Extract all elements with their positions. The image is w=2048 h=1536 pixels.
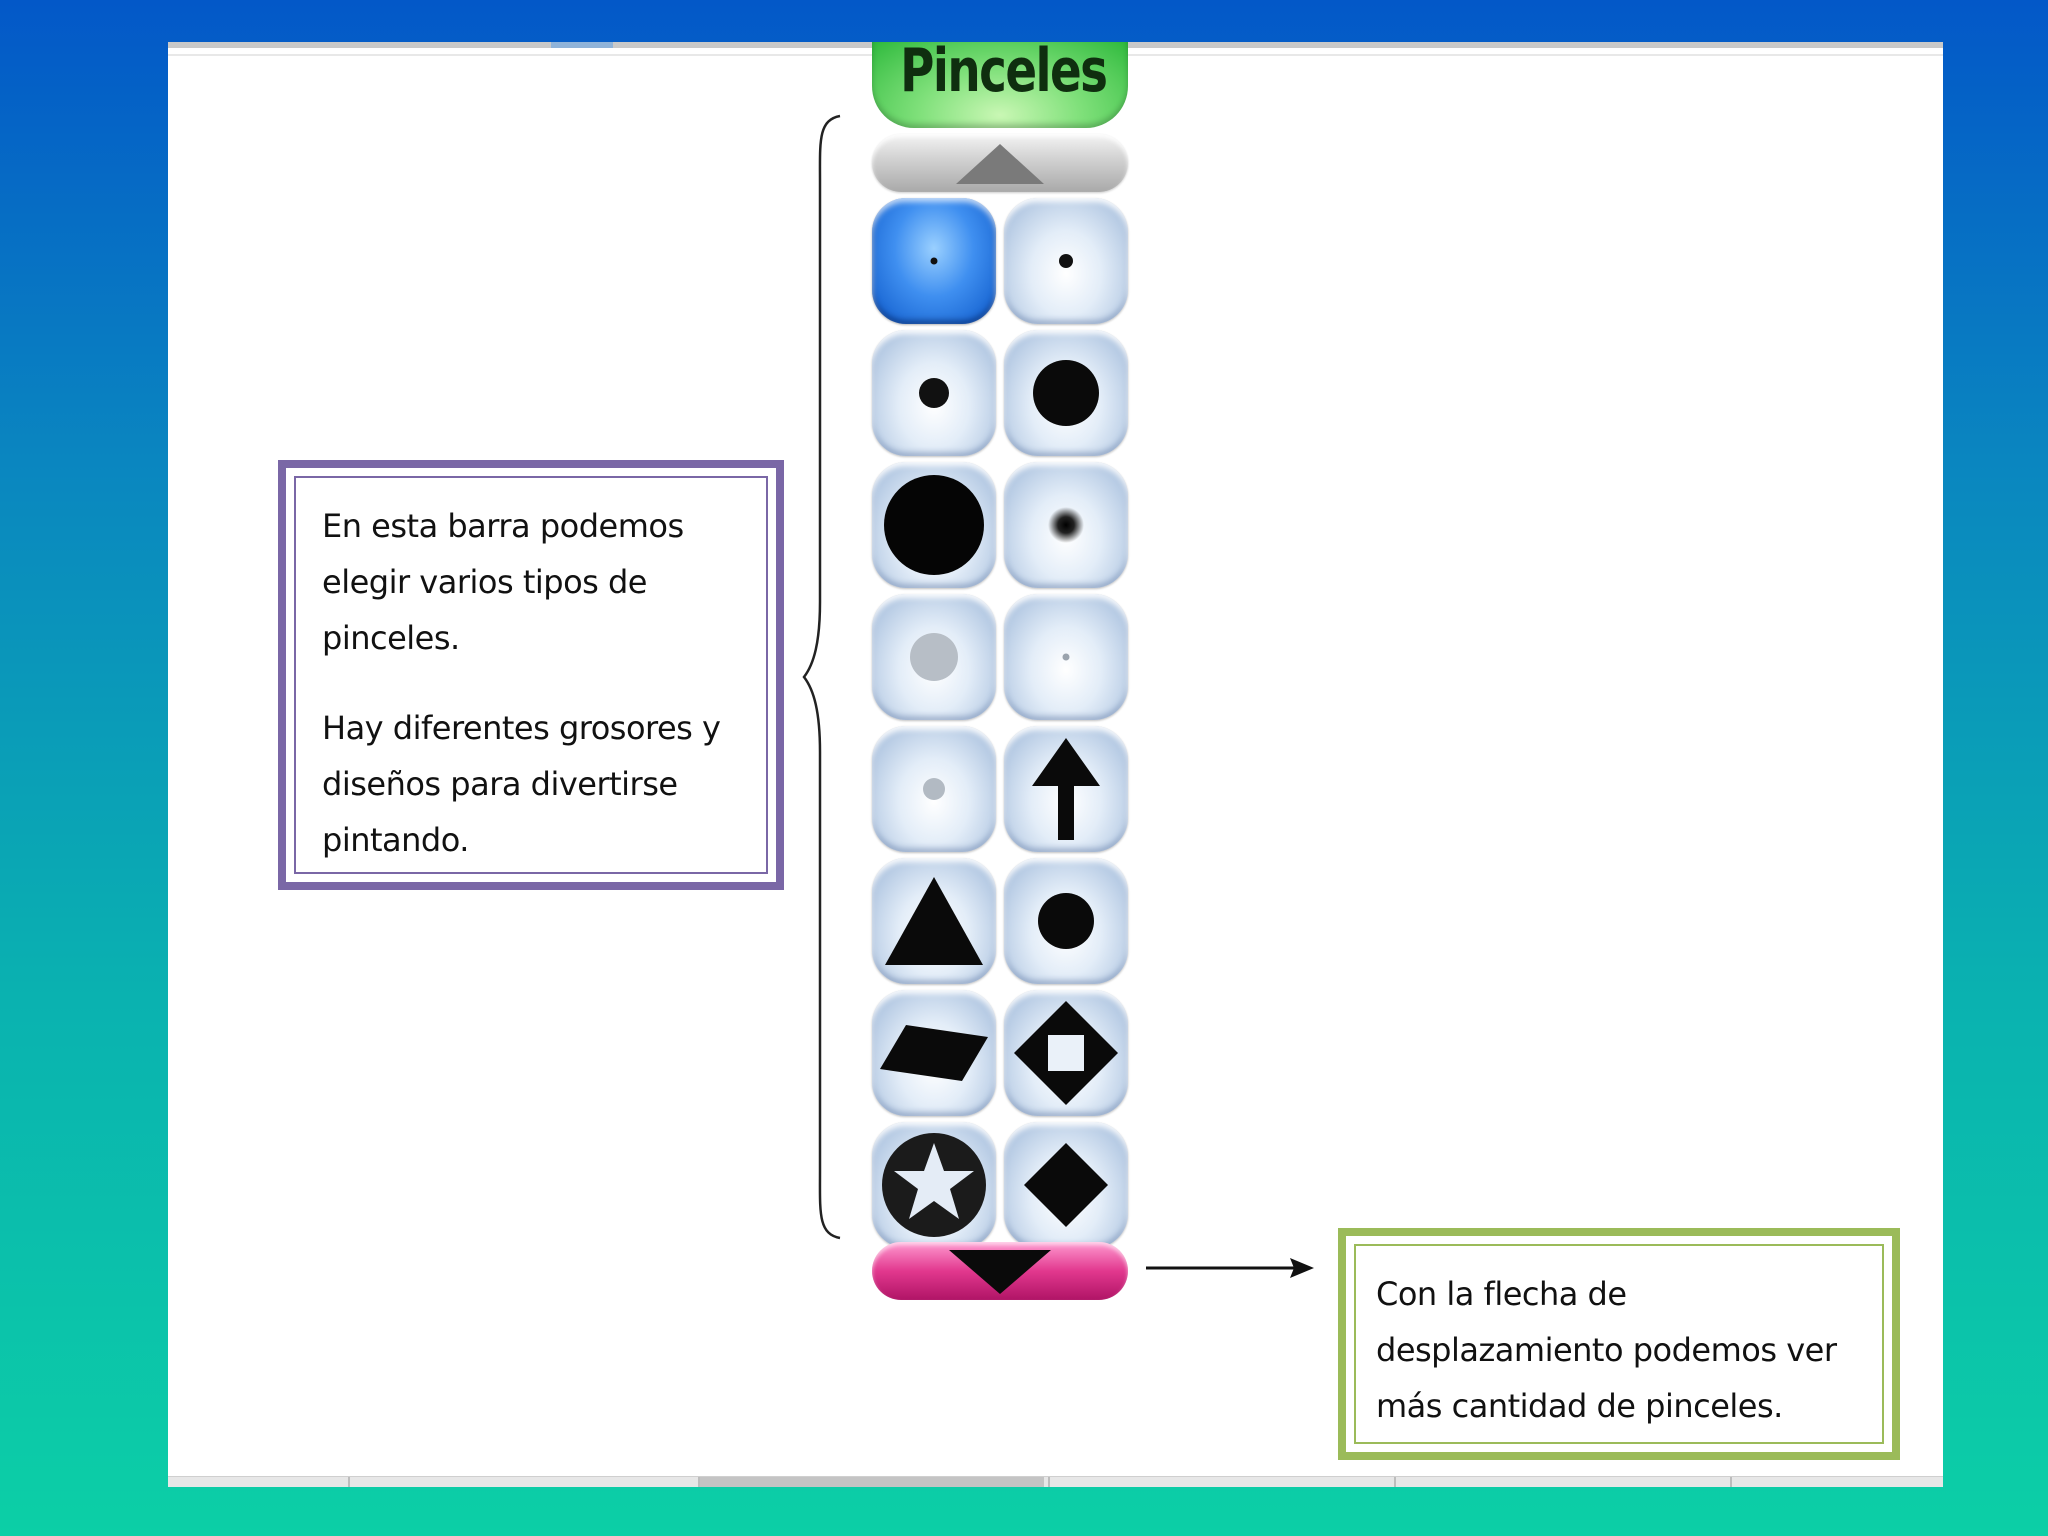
brush-button-star[interactable] bbox=[872, 1122, 996, 1248]
scroll-up-button[interactable] bbox=[872, 134, 1128, 192]
brush-button-dot-xlarge[interactable] bbox=[872, 462, 996, 588]
diamond-square-icon bbox=[1014, 1001, 1118, 1105]
brush-button-dot-gray-large[interactable] bbox=[872, 594, 996, 720]
brush-button-circle[interactable] bbox=[1004, 858, 1128, 984]
circle-icon bbox=[1038, 893, 1094, 949]
bottom-strip-segment bbox=[1394, 1477, 1726, 1487]
brush-grid bbox=[872, 198, 1128, 1248]
brush-button-arrow-up[interactable] bbox=[1004, 726, 1128, 852]
star-icon bbox=[882, 1133, 986, 1237]
dot-gray-tiny-icon bbox=[1062, 653, 1070, 661]
dot-soft-icon bbox=[1048, 507, 1084, 543]
rhombus-icon bbox=[880, 1025, 988, 1081]
brush-button-triangle[interactable] bbox=[872, 858, 996, 984]
brush-button-dot-gray-small[interactable] bbox=[872, 726, 996, 852]
toolbar-title: Pinceles bbox=[872, 42, 1128, 128]
brush-button-diamond-square[interactable] bbox=[1004, 990, 1128, 1116]
brush-button-dot-gray-tiny[interactable] bbox=[1004, 594, 1128, 720]
dot-tiny-icon bbox=[930, 257, 938, 265]
scroll-info-callout-inner: Con la flecha de desplazamiento podemos … bbox=[1354, 1244, 1884, 1444]
diamond-icon bbox=[1024, 1143, 1108, 1227]
curly-brace bbox=[802, 114, 841, 1240]
arrow-up-icon bbox=[1032, 738, 1100, 840]
dot-xlarge-icon bbox=[884, 475, 984, 575]
brush-button-dot-tiny[interactable] bbox=[872, 198, 996, 324]
brush-button-dot-soft[interactable] bbox=[1004, 462, 1128, 588]
bottom-strip-segment bbox=[698, 1477, 1044, 1487]
brushes-info-callout-inner: En esta barra podemos elegir varios tipo… bbox=[294, 476, 768, 874]
bottom-strip bbox=[168, 1476, 1943, 1487]
brushes-info-callout: En esta barra podemos elegir varios tipo… bbox=[278, 460, 784, 890]
dot-medium-icon bbox=[919, 378, 949, 408]
triangle-down-icon bbox=[949, 1250, 1051, 1294]
brushes-info-paragraph-2: Hay diferentes grosores y diseños para d… bbox=[322, 709, 721, 859]
bottom-strip-segment bbox=[1730, 1477, 1945, 1487]
brush-button-dot-medium[interactable] bbox=[872, 330, 996, 456]
triangle-icon bbox=[885, 877, 983, 965]
brush-button-diamond[interactable] bbox=[1004, 1122, 1128, 1248]
bottom-strip-segment bbox=[1048, 1477, 1390, 1487]
brush-button-rhombus[interactable] bbox=[872, 990, 996, 1116]
scroll-info-text: Con la flecha de desplazamiento podemos … bbox=[1376, 1275, 1837, 1425]
bottom-strip-segment bbox=[348, 1477, 694, 1487]
toolbar-title-text: Pinceles bbox=[900, 42, 1108, 106]
brush-button-dot-small[interactable] bbox=[1004, 198, 1128, 324]
dot-gray-large-icon bbox=[910, 633, 958, 681]
scroll-info-callout: Con la flecha de desplazamiento podemos … bbox=[1338, 1228, 1900, 1460]
brushes-info-paragraph-1: En esta barra podemos elegir varios tipo… bbox=[322, 507, 684, 657]
panel-top-tab bbox=[551, 42, 613, 48]
dot-gray-small-icon bbox=[923, 778, 945, 800]
dot-large-icon bbox=[1033, 360, 1099, 426]
triangle-up-icon bbox=[956, 144, 1044, 184]
pointer-arrow bbox=[1146, 1258, 1314, 1278]
scroll-down-button[interactable] bbox=[872, 1242, 1128, 1300]
brush-toolbar: Pinceles bbox=[872, 42, 1128, 1302]
dot-small-icon bbox=[1059, 254, 1073, 268]
brush-button-dot-large[interactable] bbox=[1004, 330, 1128, 456]
